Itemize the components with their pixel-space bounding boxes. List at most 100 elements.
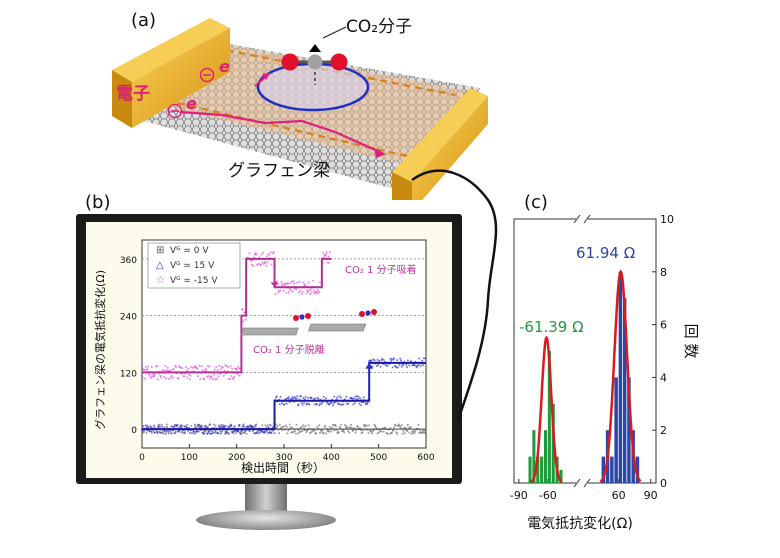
chart-b-point <box>161 425 164 428</box>
histogram-bar <box>601 456 606 483</box>
chart-b-point <box>184 425 187 428</box>
chart-b-point <box>386 432 389 435</box>
chart-b-point <box>421 431 424 434</box>
histogram-bar <box>532 430 536 483</box>
chart-b-point <box>183 375 186 378</box>
chart-b-point <box>400 424 403 427</box>
chart-b-point <box>299 426 302 429</box>
chart-b-point <box>232 426 235 429</box>
chart-b-point <box>290 426 293 429</box>
chart-b-point <box>408 431 411 434</box>
chart-b-point <box>304 424 307 427</box>
electron-upper <box>199 67 271 87</box>
chart-b-point <box>165 423 168 426</box>
chart-b-point <box>265 264 268 267</box>
chart-b-point <box>346 402 349 405</box>
peak-neg-label: -61.39 Ω <box>519 318 584 336</box>
chart-b-point <box>216 368 219 371</box>
chart-b-point <box>254 252 257 255</box>
histogram-bar <box>635 456 640 483</box>
chart-b-point <box>265 426 268 429</box>
chart-b-point <box>326 261 329 264</box>
chart-b-point <box>368 424 371 427</box>
chart-b-point <box>189 374 192 377</box>
chart-b-point <box>328 251 331 254</box>
chart-b-point <box>391 366 394 369</box>
chart-b-point <box>303 401 306 404</box>
chart-b-point <box>236 373 239 376</box>
chart-b-point <box>423 429 426 432</box>
chart-b-point <box>362 396 365 399</box>
chart-b-point <box>275 395 278 398</box>
chart-b-point <box>220 423 223 426</box>
chart-b-point <box>219 426 222 429</box>
chart-b-point <box>172 376 175 379</box>
chart-b-point <box>307 281 310 284</box>
chart-b-point <box>421 359 424 362</box>
chart-b-point <box>332 402 335 405</box>
chart-b-point <box>352 403 355 406</box>
chart-b-point <box>208 430 211 433</box>
chart-b-point <box>324 254 327 257</box>
chart-b-point <box>273 432 276 435</box>
chart-b-point <box>264 430 267 433</box>
chart-b-xtick-label: 400 <box>323 453 340 463</box>
chart-b-point <box>324 424 327 427</box>
chart-b-point <box>279 289 282 292</box>
chart-b-point <box>389 426 392 429</box>
chart-b-point <box>302 397 305 400</box>
chart-b-point <box>269 424 272 427</box>
chart-b-point <box>306 402 309 405</box>
chart-b-point <box>322 251 325 254</box>
chart-b-point <box>259 264 262 267</box>
chart-b-point <box>422 357 425 360</box>
chart-b-point <box>194 423 197 426</box>
chart-b-point <box>291 395 294 398</box>
chart-b-point <box>374 425 377 428</box>
histogram-bar <box>622 298 627 483</box>
chart-b-point <box>218 364 221 367</box>
chart-b-point <box>395 431 398 434</box>
chart-b-point <box>159 425 162 428</box>
chart-b-point <box>281 402 284 405</box>
inset-carbon <box>365 310 371 316</box>
chart-b-point <box>377 363 380 366</box>
chart-b-point <box>222 374 225 377</box>
chart-b-point <box>345 395 348 398</box>
chart-b-point <box>209 423 212 426</box>
chart-b-point <box>312 398 315 401</box>
electron-label: 電子 <box>116 84 150 104</box>
panel-b-label: (b) <box>85 192 111 213</box>
chart-b-point <box>379 365 382 368</box>
axis-break-mark <box>573 478 581 488</box>
chart-b-point <box>166 429 169 432</box>
chart-b-point <box>350 427 353 430</box>
chart-b-point <box>359 427 362 430</box>
chart-b-point <box>380 430 383 433</box>
chart-b-point <box>177 377 180 380</box>
chart-b-point <box>419 364 422 367</box>
chart-b-point <box>145 432 148 435</box>
chart-b-point <box>306 396 309 399</box>
chart-b-point <box>218 424 221 427</box>
chart-b-point <box>230 374 233 377</box>
chart-b-point <box>302 281 305 284</box>
chart-b-point <box>403 432 406 435</box>
electron-symbol-lower: e <box>186 94 197 113</box>
chart-b-point <box>187 373 190 376</box>
chart-b-point <box>278 289 281 292</box>
chart-b-point <box>325 397 328 400</box>
chart-b-point <box>150 430 153 433</box>
chart-b-point <box>295 397 298 400</box>
chart-b-point <box>422 431 425 434</box>
chart-b-point <box>303 283 306 286</box>
chart-b-point <box>153 426 156 429</box>
chart-b-point <box>308 289 311 292</box>
chart-b-point <box>222 366 225 369</box>
chart-b-point <box>375 364 378 367</box>
chart-b-point <box>295 423 298 426</box>
inset-oxygen <box>305 313 311 319</box>
legend-1-symbol: △ <box>156 260 164 271</box>
co2-molecule-label: CO₂分子 <box>346 17 413 37</box>
chart-b-point <box>163 426 166 429</box>
